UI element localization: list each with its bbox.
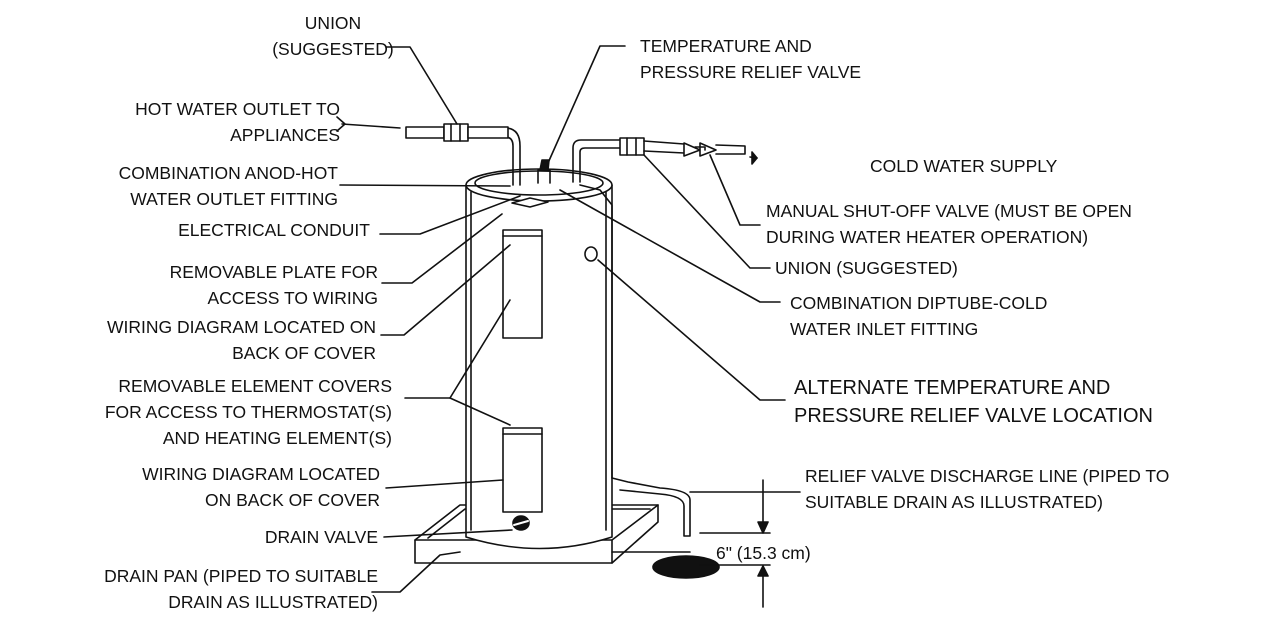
label-union-top: UNION (SUGGESTED) [272,13,394,59]
label-electrical-conduit: ELECTRICAL CONDUIT [178,220,370,240]
leader-lines [337,46,800,592]
relief-discharge-line [580,185,690,536]
alt-tp-opening [585,247,597,261]
access-covers [503,230,542,512]
label-removable-plate: REMOVABLE PLATE FOR ACCESS TO WIRING [169,262,378,308]
cold-water-inlet-pipe [573,138,745,182]
label-discharge-line: RELIEF VALVE DISCHARGE LINE (PIPED TO SU… [805,466,1170,512]
floor-drain [653,556,719,578]
label-gap-dimension: 6" (15.3 cm) [716,543,811,563]
label-element-covers: REMOVABLE ELEMENT COVERS FOR ACCESS TO T… [104,376,392,448]
label-diptube: COMBINATION DIPTUBE-COLD WATER INLET FIT… [790,293,1048,339]
label-wiring-diagram-1: WIRING DIAGRAM LOCATED ON BACK OF COVER [107,317,376,363]
label-anode-fitting: COMBINATION ANOD-HOT WATER OUTLET FITTIN… [118,163,338,209]
label-drain-valve: DRAIN VALVE [264,527,378,547]
label-hot-water-outlet: HOT WATER OUTLET TO APPLIANCES [135,99,340,145]
label-drain-pan: DRAIN PAN (PIPED TO SUITABLE DRAIN AS IL… [104,566,378,612]
label-cold-water-supply: COLD WATER SUPPLY [870,156,1058,176]
label-shutoff-valve: MANUAL SHUT-OFF VALVE (MUST BE OPEN DURI… [766,201,1132,247]
label-union-right: UNION (SUGGESTED) [775,258,958,278]
label-wiring-diagram-2: WIRING DIAGRAM LOCATED ON BACK OF COVER [142,464,380,510]
gap-dimension [700,480,770,607]
label-alt-tp-location: ALTERNATE TEMPERATURE AND PRESSURE RELIE… [794,377,1153,427]
tp-relief-valve-top [512,160,550,207]
drain-valve [513,516,529,530]
label-tp-relief-valve: TEMPERATURE AND PRESSURE RELIEF VALVE [640,36,862,82]
hot-water-outlet-pipe [406,124,520,185]
